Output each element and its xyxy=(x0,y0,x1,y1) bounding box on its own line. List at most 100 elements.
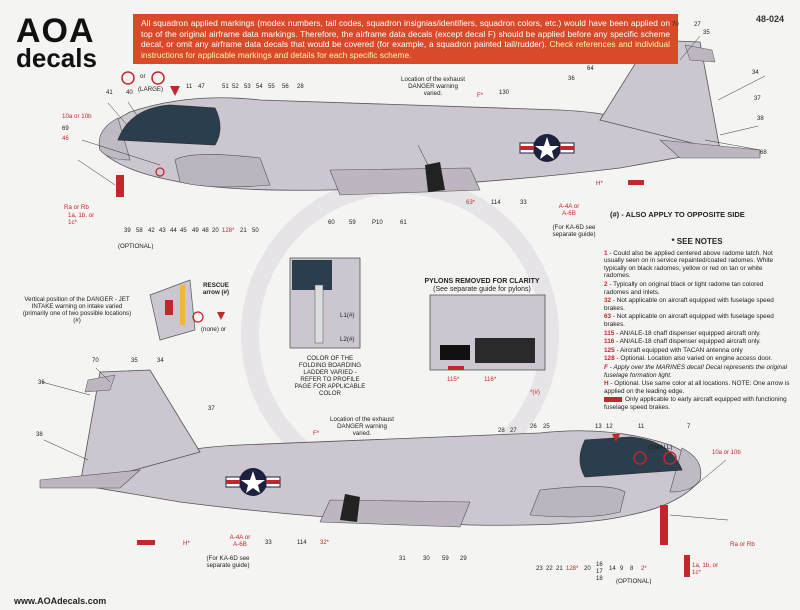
rescue-label: RESCUE arrow (#) xyxy=(202,282,230,296)
bottom-num: 34 xyxy=(157,358,164,364)
none-or-label: (none) or xyxy=(201,326,227,333)
top-num: 47 xyxy=(198,84,205,90)
sheet-code: 48-024 xyxy=(755,14,784,24)
bottom-num-b: 20 xyxy=(584,566,591,572)
bottom-num-b: 23 xyxy=(536,566,543,572)
bottom-num: 12 xyxy=(606,424,613,430)
top-optional-label: (OPTIONAL) xyxy=(118,243,154,250)
top-num: 40 xyxy=(126,90,133,96)
bottom-num: 7 xyxy=(687,424,691,430)
bottom-num-b: 2* xyxy=(641,566,647,572)
logo-decals-text: decals xyxy=(16,43,97,73)
top-num: 11 xyxy=(186,84,193,90)
footer-website[interactable]: www.AOAdecals.com xyxy=(14,596,107,606)
top-num: 51 xyxy=(222,84,229,90)
bottom-num-b: 16 xyxy=(596,562,603,568)
n8-label: *(#) xyxy=(530,389,540,396)
bottom-num: 25 xyxy=(543,424,550,430)
bottom-num: 36 xyxy=(38,380,45,386)
top-num: 64 xyxy=(587,66,594,72)
pylons-title: PYLONS REMOVED FOR CLARITY xyxy=(424,278,540,285)
bottom-num-b: 8 xyxy=(630,566,634,572)
top-num: 41 xyxy=(106,90,113,96)
top-num: 54 xyxy=(256,84,263,90)
bottom-a4a: A-4A or A-6B xyxy=(229,534,251,548)
top-num: 46 xyxy=(62,136,69,142)
also-apply-note: (#) - ALSO APPLY TO OPPOSITE SIDE xyxy=(610,210,745,219)
top-num: 27 xyxy=(694,22,701,28)
notes-title: * SEE NOTES xyxy=(671,237,723,246)
aoa-logo: AOA decals xyxy=(16,14,124,74)
top-num-b: 21 xyxy=(240,228,247,234)
top-num: 52 xyxy=(232,84,239,90)
bottom-num: 37 xyxy=(208,406,215,412)
note-item: 63 - Not applicable on aircraft equipped… xyxy=(604,313,774,328)
bottom-num-b: 9 xyxy=(620,566,624,572)
top-num-b: 33 xyxy=(520,200,527,206)
bottom-num: 70 xyxy=(92,358,99,364)
bottom-num-b: 59 xyxy=(442,556,449,562)
top-num-b: 43 xyxy=(159,228,166,234)
pylons-subtitle: (See separate guide for pylons) xyxy=(433,286,531,293)
bottom-f-star: F* xyxy=(313,430,320,437)
top-num: 69 xyxy=(62,126,69,132)
l2-label: L2(#) xyxy=(340,336,355,343)
top-num-b: 44 xyxy=(170,228,177,234)
bottom-exhaust-label: Location of the exhaust DANGER warning v… xyxy=(330,416,394,437)
bottom-aircraft-profile xyxy=(39,367,729,577)
top-num: 55 xyxy=(268,84,275,90)
bottom-1abc: 1a, 1b, or 1c* xyxy=(692,562,719,576)
bottom-ra-rb: Ra or Rb xyxy=(730,541,755,548)
top-num-b: 60 xyxy=(328,220,335,226)
top-num: 53 xyxy=(244,84,251,90)
top-num-b: 45 xyxy=(180,228,187,234)
top-num-b: 63* xyxy=(466,200,476,206)
top-num-b: 59 xyxy=(349,220,356,226)
pylons-note: PYLONS REMOVED FOR CLARITY (See separate… xyxy=(372,278,592,294)
bottom-num-b: 114 xyxy=(297,540,307,546)
top-or-label: or xyxy=(140,73,146,80)
note-item: F - Apply over the MARINES decal! Decal … xyxy=(604,363,788,379)
top-num-b: 42 xyxy=(148,228,155,234)
note-item: 128 - Optional. Location also varied on … xyxy=(604,355,773,363)
top-aircraft-profile xyxy=(77,35,766,197)
bottom-num: 27 xyxy=(510,428,517,434)
top-10ab: 10a or 10b xyxy=(62,113,92,120)
top-num: 35 xyxy=(703,30,710,36)
note-item: 116 - AN/ALE-18 chaff dispenser equipped… xyxy=(604,338,761,346)
top-num-b: 50 xyxy=(252,228,259,234)
banner-text: All squadron applied markings (modex num… xyxy=(141,18,670,49)
bottom-num-b: 31 xyxy=(399,556,406,562)
top-ka6d-note: (For KA-6D see separate guide) xyxy=(552,224,596,238)
instructions-banner: All squadron applied markings (modex num… xyxy=(133,14,678,64)
note-item: 115 - AN/ALE-18 chaff dispenser equipped… xyxy=(604,329,761,337)
bottom-num: 10a or 10b xyxy=(712,450,741,456)
top-num: 130 xyxy=(499,90,510,96)
bottom-ka6d-note: (For KA-6D see separate guide) xyxy=(206,555,250,569)
bottom-num: 13 xyxy=(595,424,602,430)
logo-aoa-text: AOA xyxy=(16,12,95,50)
bottom-num-b: 33 xyxy=(265,540,272,546)
top-num: 38 xyxy=(757,116,764,122)
bottom-num-b: 30 xyxy=(423,556,430,562)
bottom-optional-label: (OPTIONAL) xyxy=(616,578,652,585)
top-num-b: 61 xyxy=(400,220,407,226)
bottom-num: 28 xyxy=(498,428,505,434)
bottom-num-b: 22 xyxy=(546,566,553,572)
bottom-num-b: 17 xyxy=(596,569,603,575)
l1-label: L1(#) xyxy=(340,312,355,319)
intake-warning-label: Vertical position of the DANGER - JET IN… xyxy=(22,296,132,324)
note-item: 2 - Typically on original black or light… xyxy=(604,280,764,296)
bottom-small-label: (SMALL) xyxy=(648,444,673,451)
top-large-label: (LARGE) xyxy=(138,86,164,93)
note-item: Only applicable to early aircraft equipp… xyxy=(604,396,787,411)
bottom-num-b: 128* xyxy=(566,566,579,572)
top-num-b: P10 xyxy=(372,220,383,226)
bottom-num-b: 32* xyxy=(320,540,330,546)
top-exhaust-label: Location of the exhaust DANGER warning v… xyxy=(401,76,465,97)
n115-label: 115* xyxy=(447,376,460,383)
bottom-num-b: 14 xyxy=(609,566,616,572)
bottom-num-b: 18 xyxy=(596,576,603,582)
top-num-b: 39 xyxy=(124,228,131,234)
top-f-star: F* xyxy=(477,92,484,99)
